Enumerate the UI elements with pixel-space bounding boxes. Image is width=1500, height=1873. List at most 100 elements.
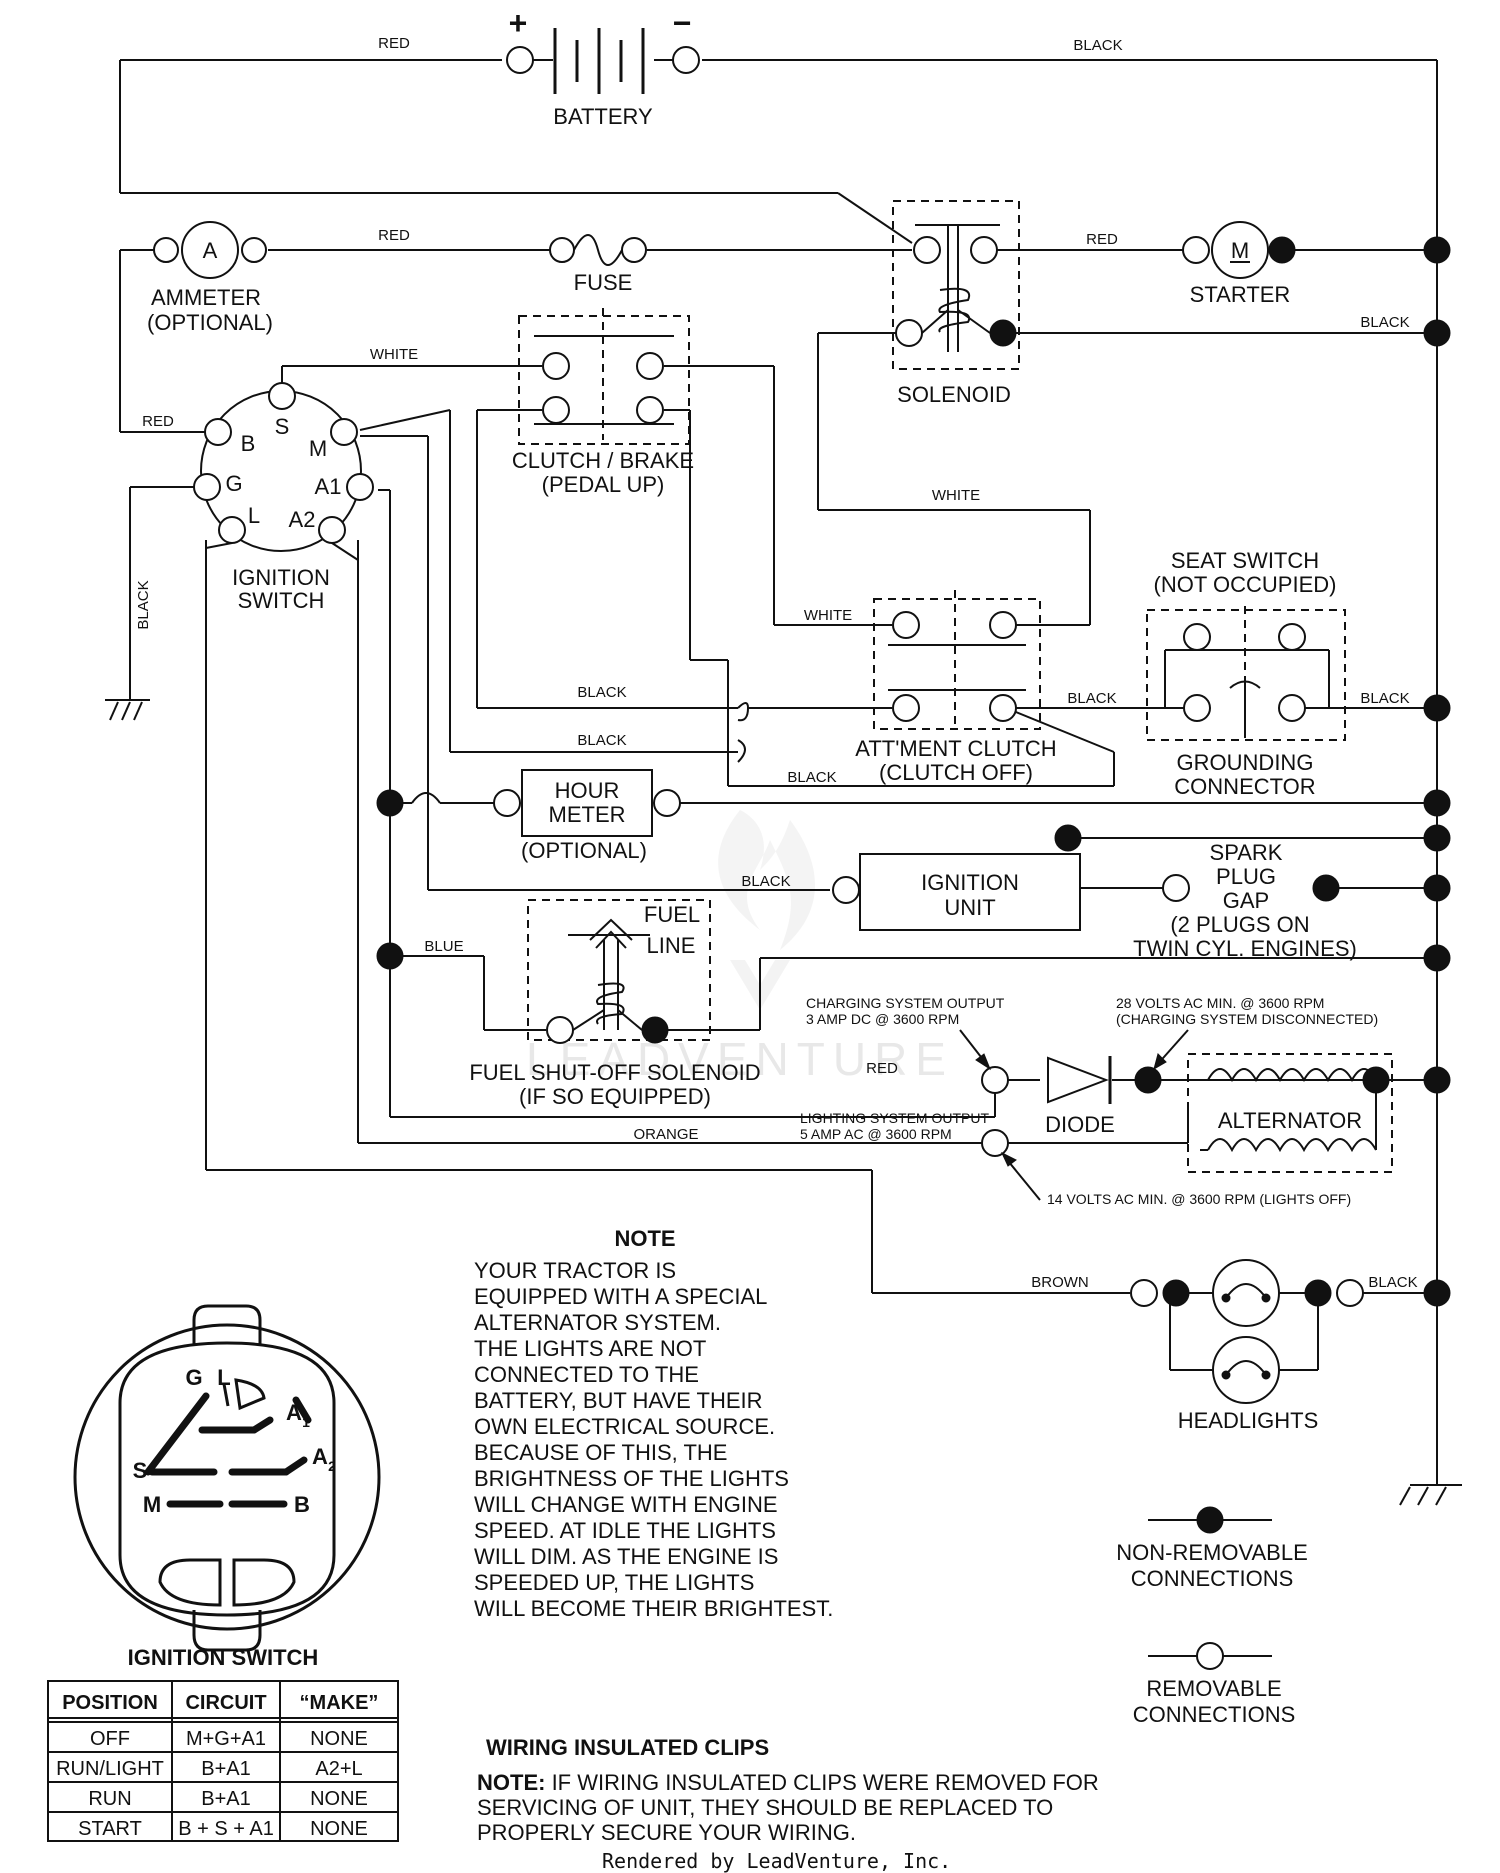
wire-label-white-solenoid: WHITE bbox=[932, 487, 980, 504]
detail-label-m: M bbox=[143, 1492, 161, 1517]
note-line: OWN ELECTRICAL SOURCE. bbox=[474, 1414, 775, 1439]
table-cell: NONE bbox=[310, 1818, 368, 1840]
table-header-make: “MAKE” bbox=[300, 1692, 379, 1714]
terminal-s: S bbox=[275, 414, 290, 439]
ground-right bbox=[1399, 1484, 1462, 1506]
table-header-circuit: CIRCUIT bbox=[185, 1692, 266, 1714]
lighting-output-line2: 5 AMP AC @ 3600 RPM bbox=[800, 1126, 952, 1142]
clips-note-line1: IF WIRING INSULATED CLIPS WERE REMOVED F… bbox=[545, 1770, 1098, 1795]
grounding-connector-label-line2: CONNECTOR bbox=[1174, 774, 1315, 799]
charging-output-line1: CHARGING SYSTEM OUTPUT bbox=[806, 995, 1005, 1011]
ignition-unit-label-line1: IGNITION bbox=[921, 870, 1019, 895]
wire-label-white-attment: WHITE bbox=[804, 607, 852, 624]
terminal-a1: A1 bbox=[315, 474, 342, 499]
wire-label-red-top: RED bbox=[378, 35, 410, 52]
ignition-switch-detail: G L A 1 S A 2 M B IGNITION SWITCH bbox=[73, 1304, 381, 1670]
clutch-brake-switch: CLUTCH / BRAKE (PEDAL UP) bbox=[512, 308, 694, 497]
table-cell: A2+L bbox=[315, 1758, 362, 1780]
note-line: YOUR TRACTOR IS bbox=[474, 1258, 676, 1283]
headlights: HEADLIGHTS bbox=[1130, 1259, 1364, 1433]
ammeter-optional-label: (OPTIONAL) bbox=[147, 310, 273, 335]
wire-label-red-diode: RED bbox=[866, 1060, 898, 1077]
note-line: ALTERNATOR SYSTEM. bbox=[474, 1310, 721, 1335]
table-cell: START bbox=[78, 1818, 142, 1840]
fuel-solenoid-label-line2: (IF SO EQUIPPED) bbox=[519, 1084, 711, 1109]
terminal-l: L bbox=[248, 503, 260, 528]
wires bbox=[119, 59, 1438, 1485]
wire-label-black-clutch1: BLACK bbox=[577, 684, 626, 701]
note-line: BATTERY, BUT HAVE THEIR bbox=[474, 1388, 763, 1413]
note-line: BRIGHTNESS OF THE LIGHTS bbox=[474, 1466, 789, 1491]
legend-removable: REMOVABLE CONNECTIONS bbox=[1133, 1642, 1296, 1727]
note-line: BECAUSE OF THIS, THE bbox=[474, 1440, 727, 1465]
starter-label: STARTER bbox=[1190, 282, 1291, 307]
table-cell: B+A1 bbox=[201, 1788, 250, 1810]
fuel-line-label-line1: FUEL bbox=[644, 902, 700, 927]
clips-title: WIRING INSULATED CLIPS bbox=[486, 1735, 769, 1760]
seat-switch: SEAT SWITCH (NOT OCCUPIED) GROUNDING CON… bbox=[1146, 548, 1346, 799]
legend-non-removable: NON-REMOVABLE CONNECTIONS bbox=[1116, 1506, 1308, 1591]
note-title: NOTE bbox=[614, 1226, 675, 1251]
legend-removable-line2: CONNECTIONS bbox=[1133, 1702, 1296, 1727]
spark-plug: SPARK PLUG GAP (2 PLUGS ON TWIN CYL. ENG… bbox=[1133, 840, 1357, 961]
legend-non-removable-line2: CONNECTIONS bbox=[1131, 1566, 1294, 1591]
diode-alternator-node bbox=[1134, 1066, 1162, 1094]
spark-plug-black-node bbox=[1054, 824, 1082, 852]
alternator-note: NOTE YOUR TRACTOR IS EQUIPPED WITH A SPE… bbox=[474, 1226, 833, 1621]
table-cell: RUN bbox=[88, 1788, 131, 1810]
volts28-line2: (CHARGING SYSTEM DISCONNECTED) bbox=[1116, 1011, 1378, 1027]
attment-clutch-switch: ATT'MENT CLUTCH (CLUTCH OFF) bbox=[855, 590, 1057, 785]
note-line: WILL CHANGE WITH ENGINE bbox=[474, 1492, 778, 1517]
detail-label-g: G bbox=[185, 1365, 202, 1390]
detail-label-a2-sub: 2 bbox=[328, 1458, 336, 1474]
wire-label-black-seat-right: BLACK bbox=[1360, 690, 1409, 707]
terminal-a2: A2 bbox=[289, 507, 316, 532]
wire-label-red-solenoid: RED bbox=[1086, 231, 1118, 248]
ignition-unit-label-line2: UNIT bbox=[944, 895, 995, 920]
alternator: ALTERNATOR bbox=[1187, 1053, 1437, 1173]
fuse: FUSE bbox=[549, 234, 647, 295]
wire-label-black-top: BLACK bbox=[1073, 37, 1122, 54]
ignition-switch-label-line1: IGNITION bbox=[232, 565, 330, 590]
wire-label-black-clutch3: BLACK bbox=[787, 769, 836, 786]
note-line: WILL BECOME THEIR BRIGHTEST. bbox=[474, 1596, 833, 1621]
alternator-label: ALTERNATOR bbox=[1218, 1108, 1362, 1133]
ignition-switch-label-line2: SWITCH bbox=[238, 588, 325, 613]
attment-clutch-label: ATT'MENT CLUTCH bbox=[855, 736, 1056, 761]
wire-label-black-ignition: BLACK bbox=[741, 873, 790, 890]
note-line: THE LIGHTS ARE NOT bbox=[474, 1336, 706, 1361]
seat-switch-sub-label: (NOT OCCUPIED) bbox=[1154, 572, 1337, 597]
diode-label: DIODE bbox=[1045, 1112, 1115, 1137]
wire-label-black-clutch2: BLACK bbox=[577, 732, 626, 749]
clips-note-prefix: NOTE: bbox=[477, 1770, 545, 1795]
hour-meter: HOUR METER (OPTIONAL) bbox=[376, 769, 681, 863]
battery: + − BATTERY bbox=[506, 5, 700, 129]
note-line: WILL DIM. AS THE ENGINE IS bbox=[474, 1544, 778, 1569]
clips-line1: NOTE: IF WIRING INSULATED CLIPS WERE REM… bbox=[477, 1770, 1099, 1795]
detail-label-l: L bbox=[217, 1365, 230, 1390]
battery-minus-label: − bbox=[673, 5, 692, 41]
note-line: EQUIPPED WITH A SPECIAL bbox=[474, 1284, 767, 1309]
ground-bus-nodes bbox=[1423, 236, 1451, 1307]
fuel-solenoid-label-line1: FUEL SHUT-OFF SOLENOID bbox=[469, 1060, 760, 1085]
hour-meter-label-line1: HOUR bbox=[555, 778, 620, 803]
clutch-brake-label: CLUTCH / BRAKE bbox=[512, 448, 694, 473]
detail-label-a1-sub: 1 bbox=[302, 1414, 310, 1430]
solenoid-label: SOLENOID bbox=[897, 382, 1011, 407]
ammeter-symbol: A bbox=[203, 238, 218, 263]
ammeter-label: AMMETER bbox=[151, 285, 261, 310]
legend-non-removable-line1: NON-REMOVABLE bbox=[1116, 1540, 1308, 1565]
volts14-note: 14 VOLTS AC MIN. @ 3600 RPM (LIGHTS OFF) bbox=[1047, 1191, 1351, 1207]
table-cell: B + S + A1 bbox=[178, 1818, 274, 1840]
wire-label-blue: BLUE bbox=[424, 938, 463, 955]
wire-label-black-g: BLACK bbox=[135, 580, 152, 629]
note-line: SPEEDED UP, THE LIGHTS bbox=[474, 1570, 754, 1595]
spark-plug-label-line2: PLUG bbox=[1216, 864, 1276, 889]
diode: DIODE bbox=[981, 1056, 1115, 1137]
attment-clutch-sub-label: (CLUTCH OFF) bbox=[879, 760, 1033, 785]
fuel-line-label-line2: LINE bbox=[647, 933, 696, 958]
hour-meter-optional-label: (OPTIONAL) bbox=[521, 838, 647, 863]
table-cell: NONE bbox=[310, 1728, 368, 1750]
ground-left bbox=[105, 699, 150, 721]
fuel-shutoff-solenoid: FUEL LINE FUEL SHUT-OFF SOLENOID (IF SO … bbox=[376, 899, 761, 1109]
